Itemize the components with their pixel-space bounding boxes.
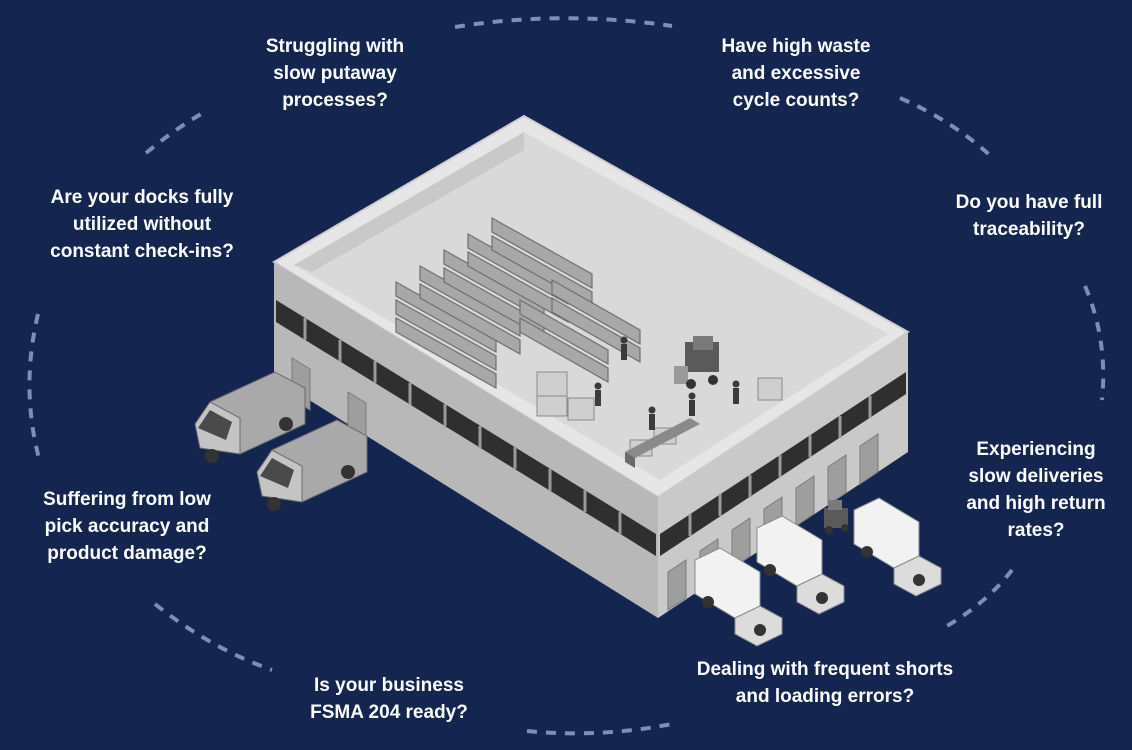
worker-icon	[594, 382, 602, 406]
orbit-arc-right	[1083, 285, 1106, 401]
orbit-arc-bottom	[526, 722, 673, 736]
van-icon	[256, 419, 368, 511]
worker-icon	[688, 392, 696, 416]
worker-icon	[648, 406, 656, 430]
forklift-icon	[824, 500, 849, 534]
question-waste: Have high waste and excessive cycle coun…	[721, 36, 871, 111]
worker-icon	[732, 380, 740, 404]
question-pick-accuracy: Suffering from low pick accuracy and pro…	[43, 489, 211, 564]
window-band-left	[276, 300, 656, 556]
question-deliveries: Experiencing slow deliveries and high re…	[966, 439, 1106, 541]
question-shorts: Dealing with frequent shorts and loading…	[696, 659, 954, 707]
window-mullions	[303, 318, 872, 536]
orbit-arc-bottom-right	[939, 568, 1014, 632]
orbit-arc-bottom-left	[153, 602, 273, 672]
question-traceability: Do you have full traceability?	[955, 192, 1103, 240]
question-docks: Are your docks fully utilized without co…	[50, 187, 234, 262]
left-facade	[274, 262, 658, 618]
worker-icon	[620, 336, 628, 360]
dock-doors-right	[667, 433, 879, 611]
orbit-arc-top	[454, 16, 673, 29]
box-truck-icon	[694, 547, 783, 647]
workers	[594, 336, 740, 430]
dashed-orbit	[27, 16, 1106, 736]
storage-rack-icon	[395, 280, 497, 390]
orbit-arc-left	[27, 313, 42, 463]
storage-racks	[395, 216, 641, 390]
interior-wall-back	[294, 132, 524, 272]
orbit-arc-top-left	[144, 108, 209, 155]
orbit-arc-top-right	[899, 96, 997, 162]
forklift-icon	[674, 336, 719, 389]
box-truck-icon	[853, 497, 942, 597]
question-putaway: Struggling with slow putaway processes?	[265, 36, 405, 111]
box-truck-icon	[756, 515, 845, 615]
van-icon	[194, 371, 306, 463]
storage-rack-icon	[551, 278, 641, 364]
conveyor-table	[625, 418, 700, 468]
storage-rack-icon	[519, 298, 609, 384]
question-fsma: Is your business FSMA 204 ready?	[310, 675, 468, 723]
